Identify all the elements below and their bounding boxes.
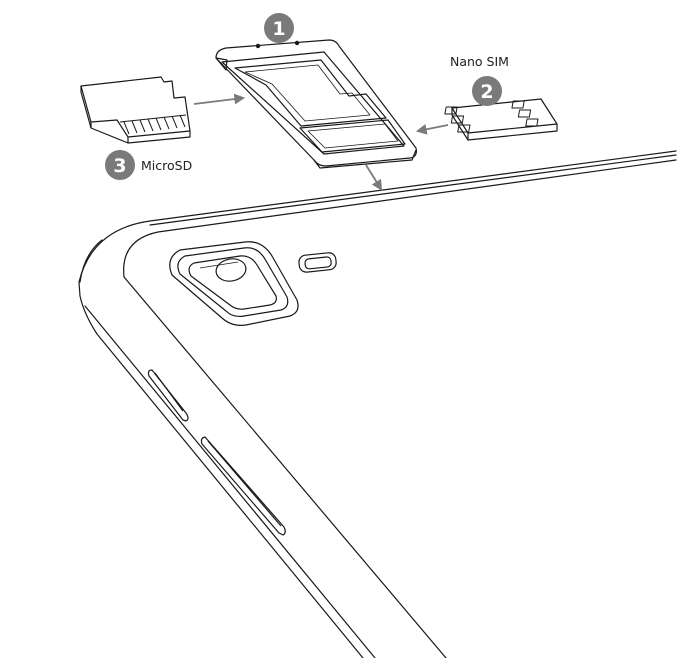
tray-nano-sim-slot [234,59,387,127]
tablet-body [78,150,677,658]
microsd-card [80,76,191,144]
camera-lens-icon [215,258,247,282]
step-3-number: 3 [113,155,126,177]
step-2-number: 2 [480,81,493,103]
microsd-contacts [119,114,187,135]
sim-tray [215,39,417,169]
tray-outer [215,39,417,167]
insert-tray-arrow [365,164,383,191]
nano-sim-card [444,98,558,141]
sim-contacts [444,100,539,133]
insert-nano-sim-arrow [415,124,449,135]
tablet-outer-edge [78,150,677,658]
power-button [200,436,286,536]
insert-microsd-arrow [193,93,246,105]
step-badge-2: 2 [472,76,502,106]
tablet-side-wall [84,305,376,658]
camera-flash [298,252,337,273]
side-buttons [147,369,286,536]
rear-camera-module [169,241,299,326]
step-badge-1: 1 [264,13,294,43]
microsd-label: MicroSD [141,158,192,173]
step-badge-3: 3 [105,150,135,180]
step-1-number: 1 [272,18,285,40]
tablet-back-panel-edge [123,159,677,658]
tray-microsd-slot [299,119,406,153]
nano-sim-label: Nano SIM [450,54,509,69]
volume-button [147,369,189,422]
